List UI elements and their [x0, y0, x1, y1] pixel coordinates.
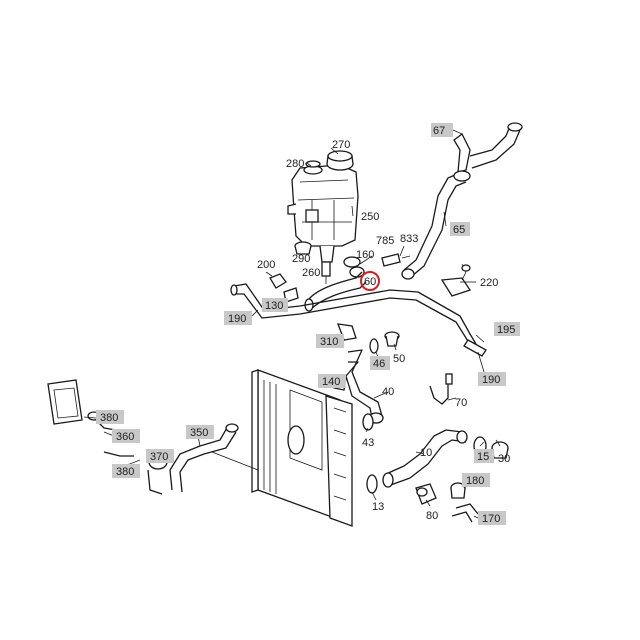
- label-13-text: 13: [372, 501, 384, 513]
- label-785-text: 785: [376, 235, 394, 247]
- fitting-180: [450, 482, 466, 499]
- pipe-190: [230, 283, 487, 357]
- label-140-text: 140: [322, 376, 340, 388]
- label-250: 250: [361, 211, 379, 223]
- label-10: 10: [420, 447, 432, 459]
- label-200-text: 200: [257, 259, 275, 271]
- label-67: 67: [431, 123, 453, 137]
- label-160-text: 160: [356, 249, 374, 261]
- label-43-text: 43: [362, 437, 374, 449]
- hose-350: [169, 423, 239, 493]
- label-180-text: 180: [466, 475, 484, 487]
- label-170: 170: [478, 511, 506, 525]
- label-833: 833: [400, 233, 418, 245]
- label-260-text: 260: [302, 267, 320, 279]
- radiator: [211, 369, 353, 527]
- clamp-30: [491, 441, 509, 459]
- label-220: 220: [480, 277, 498, 289]
- label-310: 310: [316, 334, 344, 348]
- label-140: 140: [318, 374, 346, 388]
- label-10-text: 10: [420, 447, 432, 459]
- label-380-upper: 380: [96, 410, 124, 424]
- cap-seal: [303, 160, 323, 175]
- label-13: 13: [372, 501, 384, 513]
- label-50-text: 50: [393, 353, 405, 365]
- hose-200: [269, 273, 287, 289]
- label-43: 43: [362, 437, 374, 449]
- label-370-text: 370: [150, 451, 168, 463]
- label-195-text: 195: [497, 324, 515, 336]
- hose-10: [382, 429, 468, 488]
- clamp-50: [384, 331, 400, 347]
- label-65: 65: [450, 222, 470, 236]
- label-50: 50: [393, 353, 405, 365]
- label-370: 370: [146, 449, 174, 463]
- label-290-text: 290: [292, 253, 310, 265]
- hose-67: [453, 122, 523, 182]
- gasket-plate: [47, 379, 83, 425]
- label-40: 40: [382, 386, 394, 398]
- expansion-tank: [287, 164, 359, 263]
- ring-13: [366, 474, 378, 494]
- hose-170: [451, 503, 479, 523]
- sensor-260: [321, 261, 331, 284]
- label-200: 200: [257, 259, 275, 271]
- label-60: 60: [364, 276, 376, 288]
- label-350: 350: [186, 425, 214, 439]
- label-70-text: 70: [455, 397, 467, 409]
- label-833-text: 833: [400, 233, 418, 245]
- label-260: 260: [302, 267, 320, 279]
- label-60-text: 60: [364, 276, 376, 288]
- bracket-70: [429, 373, 453, 405]
- hose-65: [401, 171, 467, 280]
- label-190-lower-text: 190: [482, 374, 500, 386]
- fitting-785: [381, 253, 411, 267]
- label-270-text: 270: [332, 139, 350, 151]
- highlight-circle: [360, 271, 380, 291]
- label-70: 70: [455, 397, 467, 409]
- label-46: 46: [370, 356, 390, 370]
- label-190-lower: 190: [478, 372, 506, 386]
- connector-220: [440, 263, 472, 297]
- label-280-text: 280: [286, 158, 304, 170]
- label-250-text: 250: [361, 211, 379, 223]
- label-30-text: 30: [498, 453, 510, 465]
- label-170-text: 170: [482, 513, 500, 525]
- tank-cap: [326, 150, 354, 171]
- label-15: 15: [474, 449, 494, 463]
- label-30: 30: [498, 453, 510, 465]
- label-360-text: 360: [116, 431, 134, 443]
- label-190-upper: 190: [224, 311, 252, 325]
- label-220-text: 220: [480, 277, 498, 289]
- ring-46: [369, 338, 379, 354]
- label-310-text: 310: [320, 336, 338, 348]
- label-270: 270: [332, 139, 350, 151]
- ring-43: [362, 413, 374, 431]
- label-190-upper-text: 190: [228, 313, 246, 325]
- label-15-text: 15: [477, 451, 489, 463]
- label-80: 80: [426, 510, 438, 522]
- label-360: 360: [112, 429, 140, 443]
- label-65-text: 65: [453, 224, 465, 236]
- label-290: 290: [292, 253, 310, 265]
- label-380-lower: 380: [112, 464, 140, 478]
- label-380-lower-text: 380: [116, 466, 134, 478]
- label-280: 280: [286, 158, 304, 170]
- label-40-text: 40: [382, 386, 394, 398]
- clamp-80: [415, 483, 437, 505]
- label-130-text: 130: [265, 300, 283, 312]
- label-350-text: 350: [190, 427, 208, 439]
- label-380-upper-text: 380: [100, 412, 118, 424]
- label-80-text: 80: [426, 510, 438, 522]
- label-785: 785: [376, 235, 394, 247]
- grommet-290: [294, 241, 312, 255]
- label-46-text: 46: [373, 358, 385, 370]
- label-180: 180: [462, 473, 490, 487]
- label-160: 160: [356, 249, 374, 261]
- label-130: 130: [262, 298, 288, 312]
- label-67-text: 67: [433, 125, 445, 137]
- label-195: 195: [494, 322, 520, 336]
